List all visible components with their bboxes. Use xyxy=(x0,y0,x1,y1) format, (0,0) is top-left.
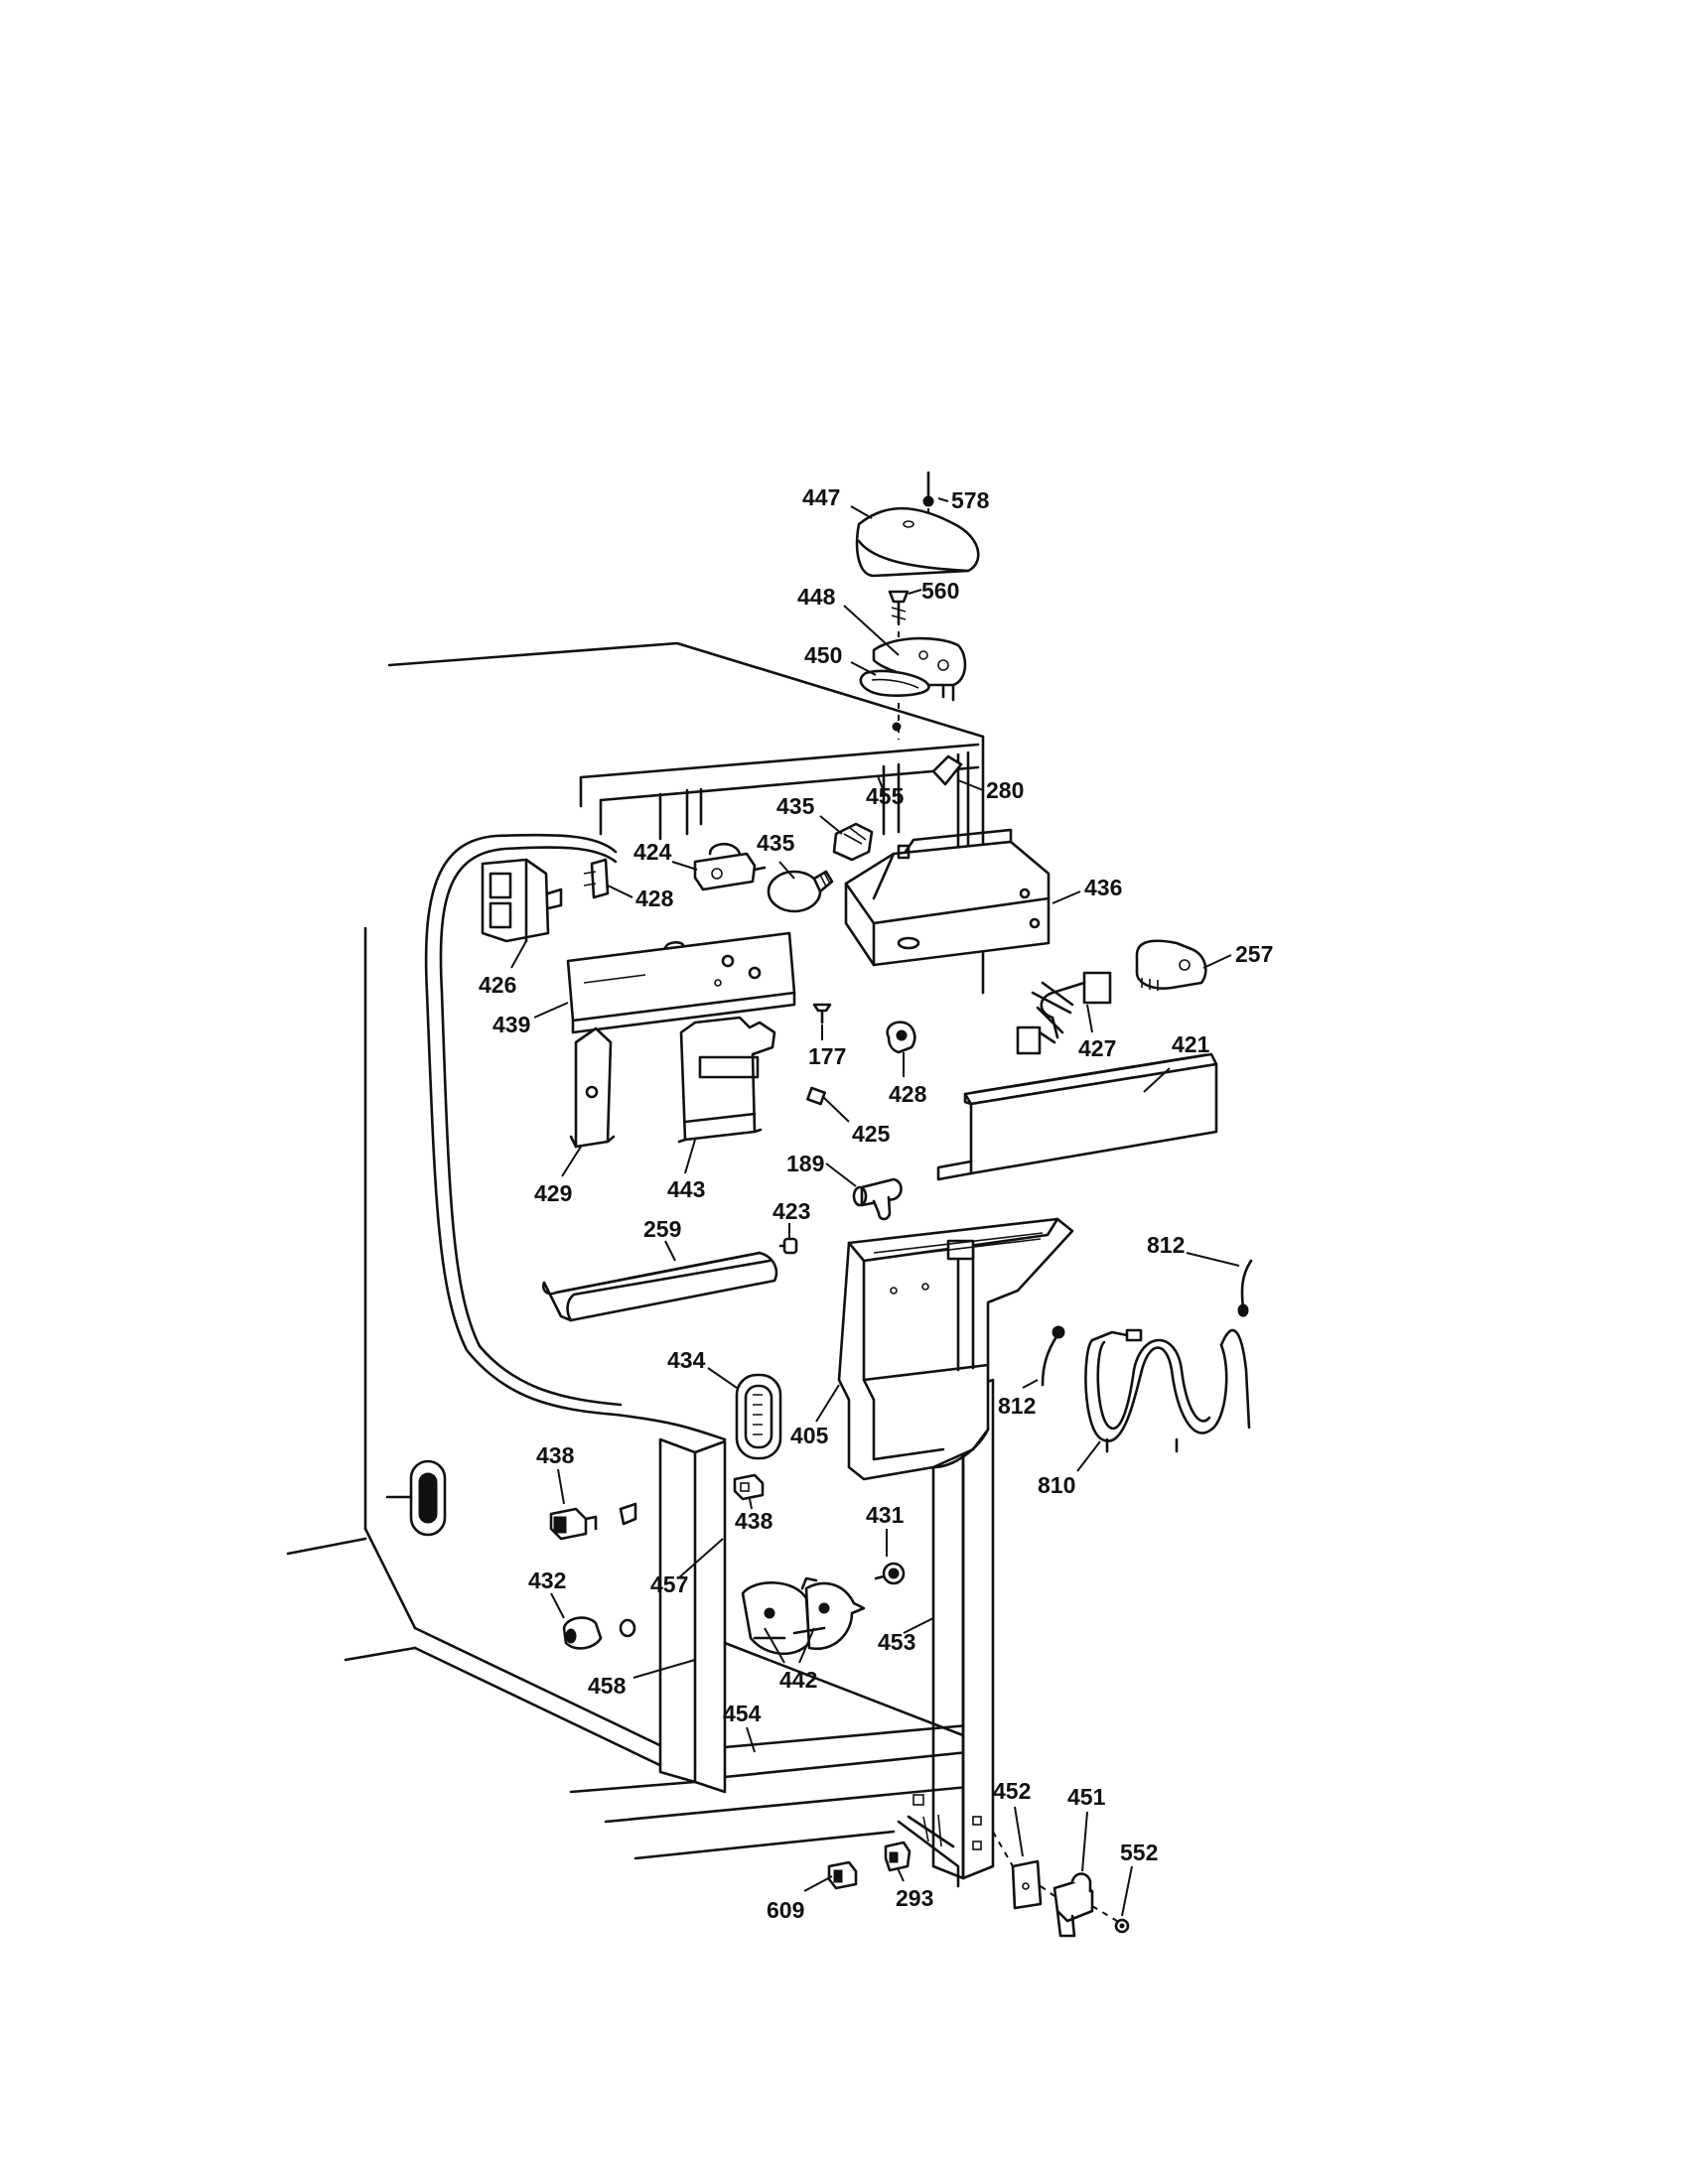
callout-812-upper: 812 xyxy=(1147,1232,1185,1258)
hinge-axis-line xyxy=(992,1831,1055,1897)
part-421-channel xyxy=(936,1052,1218,1181)
part-439-mounting-bracket xyxy=(566,931,796,1034)
part-425-clip xyxy=(806,1086,826,1106)
callout-426: 426 xyxy=(479,972,516,998)
callout-552: 552 xyxy=(1120,1840,1158,1865)
part-442-control-dials xyxy=(741,1576,866,1656)
part-609-clip xyxy=(827,1860,858,1890)
part-552-screw xyxy=(1091,1905,1130,1934)
callout-189: 189 xyxy=(786,1151,824,1176)
callout-453: 453 xyxy=(878,1629,915,1655)
callout-280: 280 xyxy=(986,777,1024,803)
callout-438-switch: 438 xyxy=(536,1442,575,1468)
callout-293: 293 xyxy=(896,1885,933,1911)
callout-439: 439 xyxy=(492,1012,530,1037)
callout-435-socket: 435 xyxy=(776,793,815,819)
part-435-socket xyxy=(832,822,874,862)
callout-425: 425 xyxy=(852,1121,891,1147)
refrigerator-cabinet xyxy=(286,641,995,1888)
callout-560: 560 xyxy=(921,578,959,604)
part-259-cover xyxy=(542,1251,778,1322)
callout-436: 436 xyxy=(1084,875,1122,900)
callout-431: 431 xyxy=(866,1502,905,1528)
part-812-tube-upper xyxy=(1237,1259,1253,1317)
callout-451: 451 xyxy=(1067,1784,1106,1810)
callout-424: 424 xyxy=(633,839,672,865)
wire-harness-inner xyxy=(439,846,623,1407)
part-427-wire-connector xyxy=(1016,971,1112,1055)
callout-578: 578 xyxy=(951,487,990,513)
part-443-bracket xyxy=(677,1016,776,1144)
callout-812-lower: 812 xyxy=(998,1393,1036,1419)
part-424-switch xyxy=(693,842,767,891)
callout-434: 434 xyxy=(667,1347,706,1373)
callout-428-upper: 428 xyxy=(635,886,674,911)
part-810-defrost-heater xyxy=(1084,1328,1251,1453)
leader-lines xyxy=(510,497,1240,1917)
callout-455: 455 xyxy=(866,783,905,809)
part-436-control-housing xyxy=(844,828,1051,967)
callout-450: 450 xyxy=(804,642,842,668)
part-438-switch xyxy=(549,1502,637,1541)
callout-435-bulb: 435 xyxy=(757,830,795,856)
callout-458: 458 xyxy=(588,1673,627,1699)
callout-427: 427 xyxy=(1078,1035,1116,1061)
part-435-light-bulb xyxy=(767,870,834,913)
callout-labels: 578 447 560 448 450 435 455 280 424 435 … xyxy=(479,484,1273,1923)
part-812-tube-lower xyxy=(1041,1325,1065,1387)
part-452-plate xyxy=(1011,1859,1043,1910)
callout-405: 405 xyxy=(790,1423,829,1448)
part-189-tee-fitting xyxy=(852,1177,903,1221)
callout-259: 259 xyxy=(643,1216,681,1242)
callout-428-lower: 428 xyxy=(889,1081,927,1107)
top-hinge-assembly xyxy=(855,471,980,786)
part-293-clip xyxy=(884,1841,912,1872)
part-434-grille xyxy=(735,1373,782,1460)
part-423-fitting xyxy=(778,1237,798,1255)
callout-421: 421 xyxy=(1172,1031,1210,1057)
part-431-knob xyxy=(874,1562,906,1585)
callout-457: 457 xyxy=(650,1571,688,1597)
part-428-clip-upper xyxy=(583,858,610,899)
callout-447: 447 xyxy=(802,484,840,510)
part-432-button xyxy=(562,1616,636,1650)
part-405-air-duct xyxy=(837,1217,1074,1481)
callout-429: 429 xyxy=(534,1180,572,1206)
part-177-screw xyxy=(812,1003,832,1024)
callout-257: 257 xyxy=(1235,941,1273,967)
wire-harness xyxy=(424,833,727,1441)
part-428-thermostat-clip xyxy=(886,1021,916,1054)
callout-423: 423 xyxy=(772,1198,810,1224)
callout-443: 443 xyxy=(667,1176,705,1202)
callout-452: 452 xyxy=(993,1778,1031,1804)
part-257-defrost-timer xyxy=(1135,939,1207,991)
callout-432: 432 xyxy=(528,1568,566,1593)
callout-454: 454 xyxy=(723,1701,762,1726)
callout-448: 448 xyxy=(797,584,836,610)
part-451-lower-hinge xyxy=(1052,1872,1094,1938)
callout-177: 177 xyxy=(808,1043,846,1069)
part-429-bracket xyxy=(569,1026,616,1149)
callout-442: 442 xyxy=(779,1667,817,1693)
callout-438-block: 438 xyxy=(735,1508,773,1534)
part-426-switch-housing xyxy=(481,858,563,943)
callout-810: 810 xyxy=(1038,1472,1075,1498)
callout-609: 609 xyxy=(767,1897,804,1923)
part-438-block xyxy=(733,1473,765,1501)
